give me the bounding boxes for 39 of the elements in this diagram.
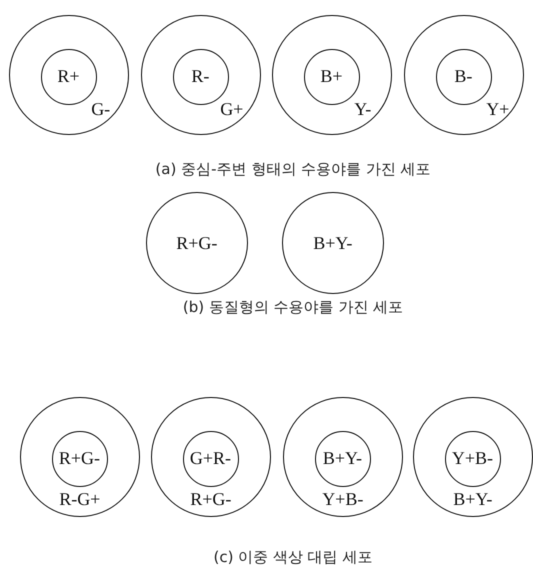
- cell-label: G-: [91, 100, 110, 118]
- cell-label: Y-: [354, 100, 372, 118]
- cell-label: B+Y-: [453, 490, 492, 508]
- outer-circle: [146, 192, 248, 294]
- cell-label: G+R-: [190, 449, 232, 468]
- cell-label: R+G-: [190, 490, 232, 508]
- outer-circle: [151, 397, 271, 517]
- inner-circle: [52, 430, 108, 487]
- inner-circle: [40, 48, 97, 105]
- cell-label: R+G-: [58, 449, 100, 468]
- cell-label: R-G+: [59, 490, 100, 508]
- caption: (c) 이중 색상 대립 세포: [213, 550, 373, 565]
- cell-label: Y+: [486, 100, 510, 118]
- inner-circle: [304, 48, 360, 105]
- inner-circle: [182, 430, 239, 487]
- cell-label: G+: [220, 100, 244, 118]
- outer-circle: [9, 15, 129, 135]
- cell-label: Y+B-: [322, 490, 364, 508]
- cell-label: B+Y-: [313, 234, 352, 252]
- outer-circle: [141, 15, 261, 135]
- inner-circle: [436, 48, 492, 105]
- cell-label: R-: [191, 67, 210, 86]
- outer-circle: [404, 15, 524, 135]
- caption: (b) 동질형의 수용야를 가진 세포: [182, 300, 404, 315]
- cell-label: Y+B-: [452, 449, 494, 468]
- outer-circle: [283, 397, 403, 517]
- inner-circle: [444, 430, 501, 487]
- cell-label: B+: [320, 67, 343, 86]
- outer-circle: [282, 192, 384, 294]
- outer-circle: [272, 15, 392, 135]
- cell-label: B-: [454, 67, 472, 86]
- outer-circle: [413, 397, 533, 517]
- outer-circle: [20, 397, 140, 517]
- cell-label: B+Y-: [322, 449, 362, 468]
- cell-label: R+G-: [176, 234, 218, 252]
- inner-circle: [314, 430, 371, 487]
- caption: (a) 중심-주변 형태의 수용야를 가진 세포: [155, 162, 431, 177]
- inner-circle: [172, 48, 229, 105]
- cell-label: R+: [57, 67, 80, 86]
